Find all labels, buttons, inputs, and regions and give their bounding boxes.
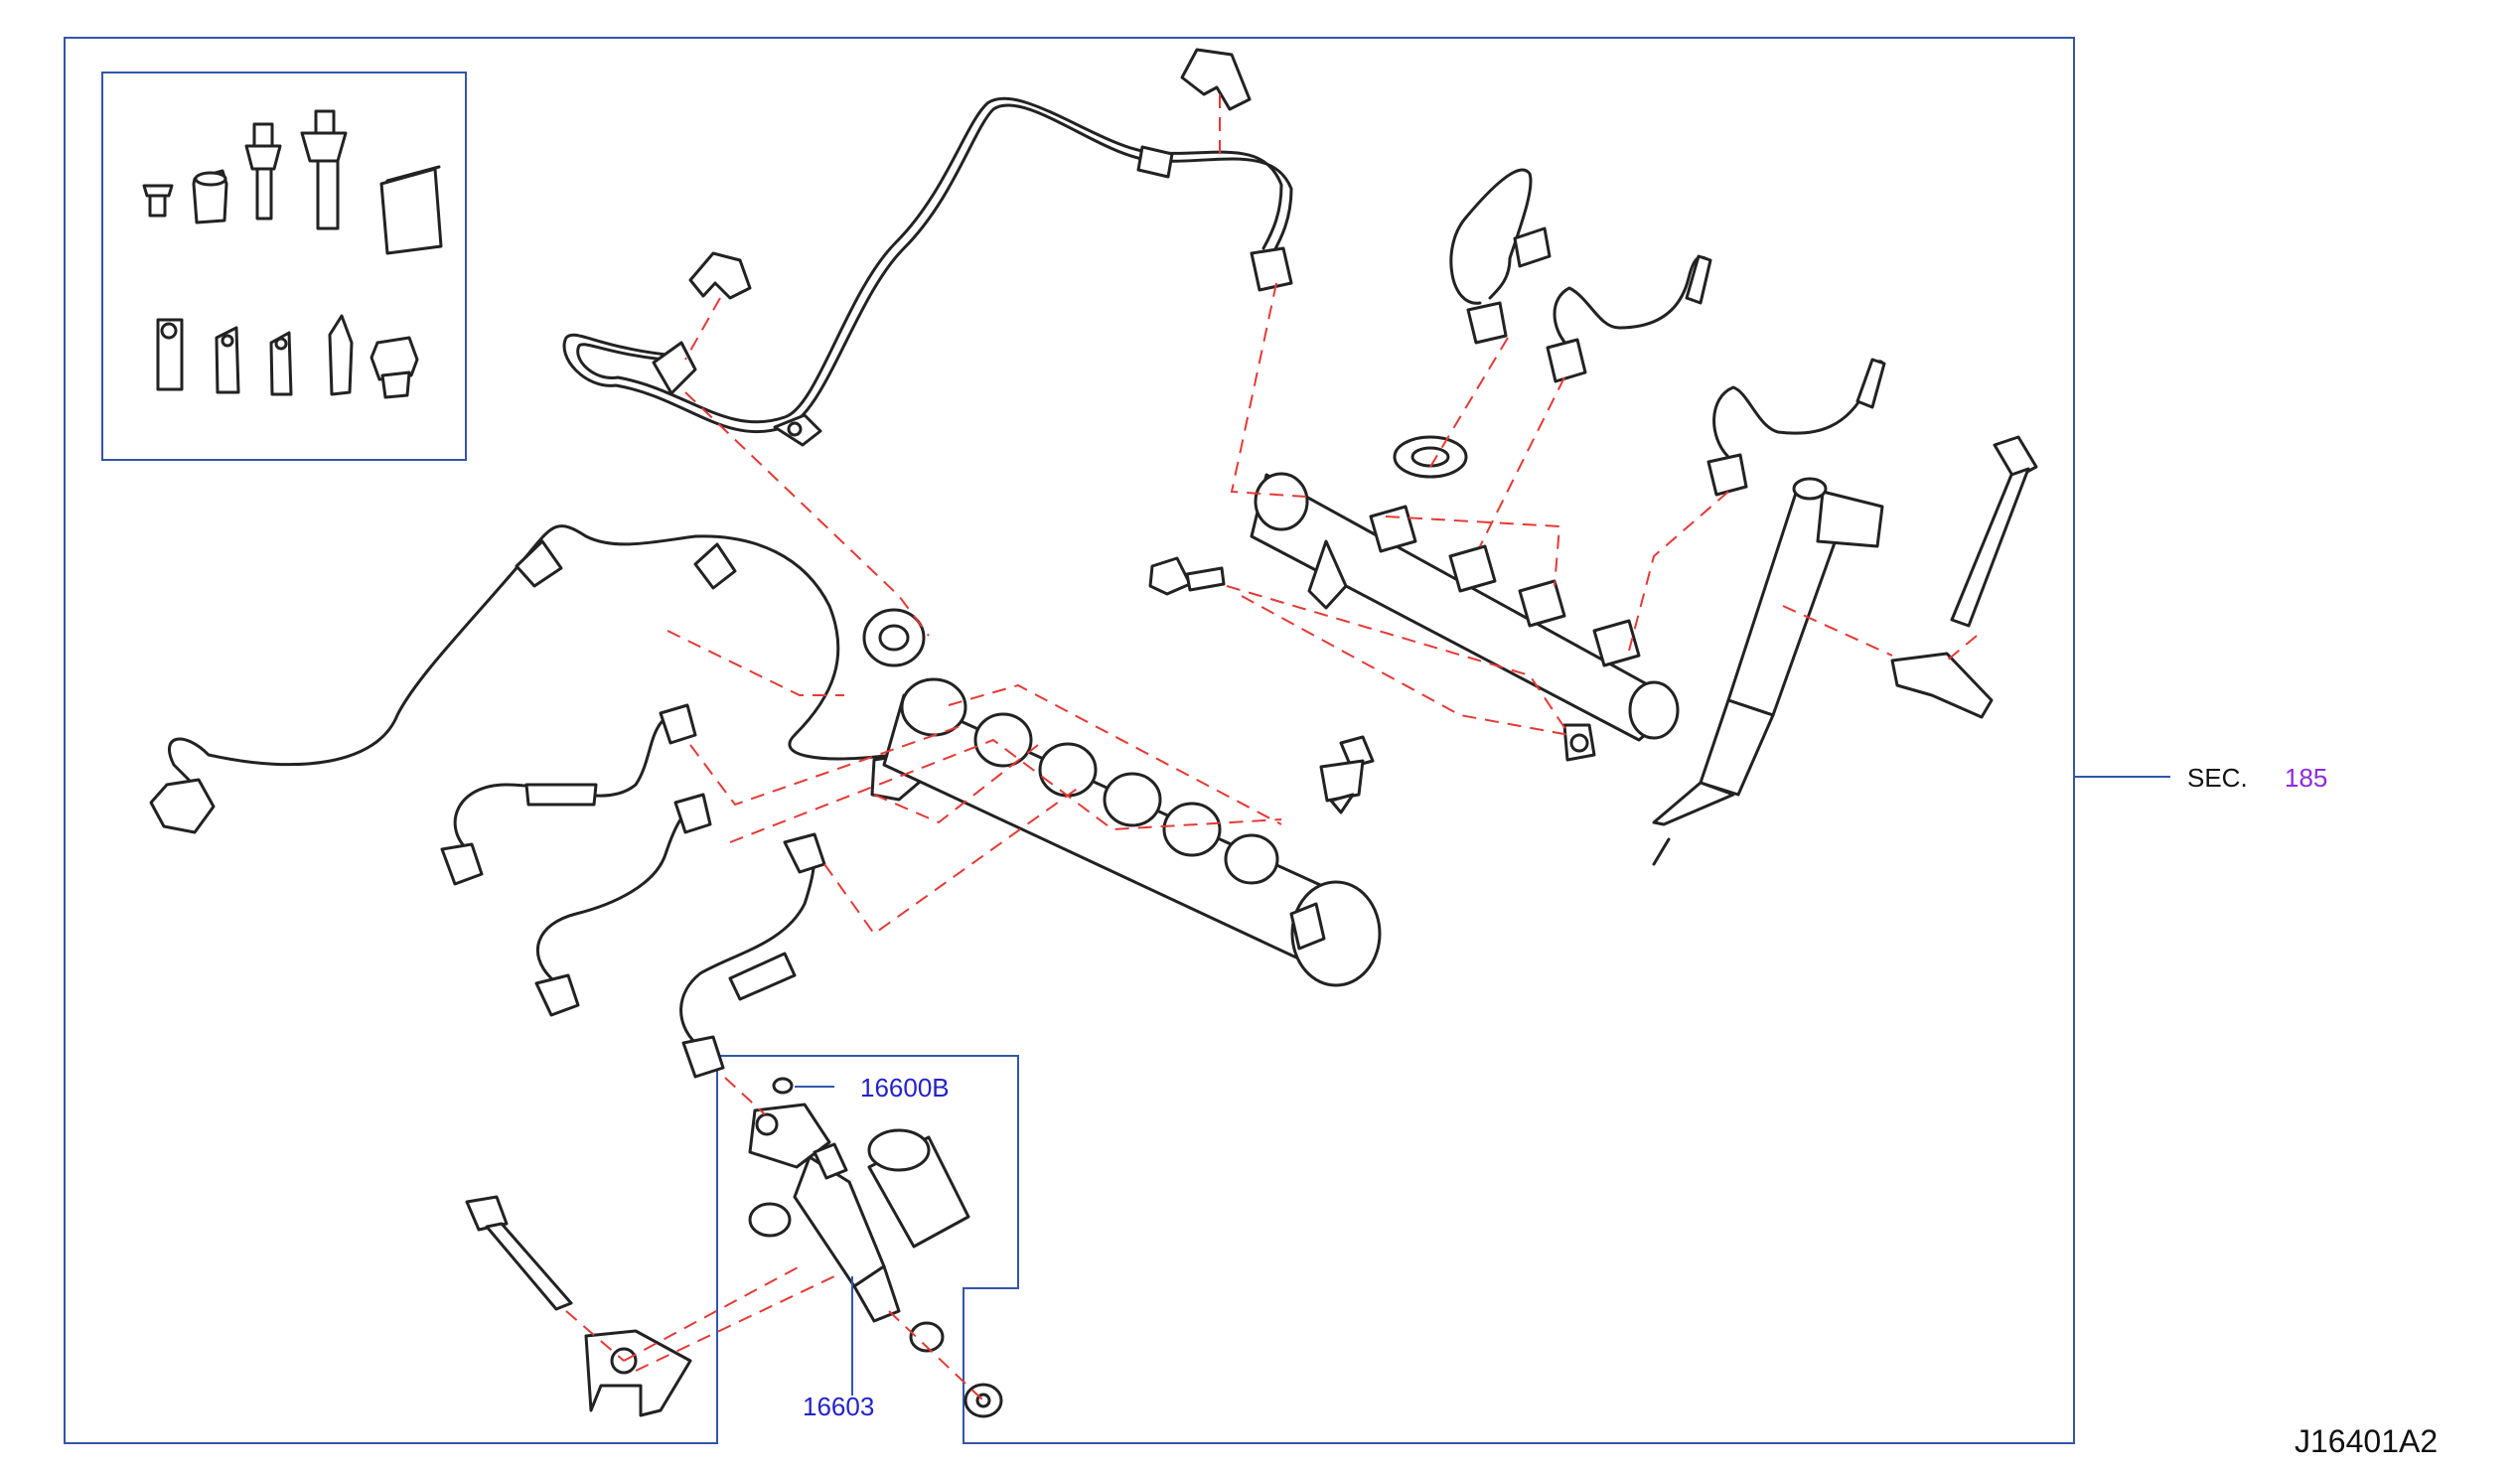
fuel-rail-left [882, 677, 1382, 987]
section-ref-label: SEC. [2187, 763, 2248, 793]
rail-bolt-mid [1319, 735, 1375, 814]
injection-pipes-mid [440, 703, 826, 1079]
o-ring-lower [748, 1202, 792, 1238]
injector-right [1652, 477, 1884, 866]
diagram-frame [64, 37, 2075, 1444]
seal-ring-right [1393, 435, 1468, 479]
o-ring-upper [772, 1077, 794, 1095]
seal-ring-left [862, 608, 926, 667]
nut-icon [370, 336, 419, 399]
rail-bolt-right [1148, 556, 1226, 596]
hardware-kit-box [101, 72, 467, 461]
fuel-rail-right [1250, 472, 1680, 762]
fuel-feed-pipe-upper [562, 96, 1293, 447]
bolt-icon [215, 326, 240, 394]
injection-pipes-left [149, 524, 921, 834]
washer-upper [909, 1321, 945, 1353]
bolt-icon [269, 331, 293, 396]
bolt-icon [328, 314, 354, 396]
bolt-icon [156, 318, 184, 391]
grommet-icon [192, 169, 228, 224]
section-ref-number[interactable]: 185 [2285, 763, 2327, 793]
clip-icon [142, 184, 174, 218]
washer-lower [964, 1383, 1003, 1418]
push-pin-icon [300, 109, 348, 230]
injector-clamp-right [1890, 652, 1994, 719]
injector-lower [748, 1103, 901, 1323]
injector-sleeve [867, 1128, 970, 1249]
diagram-id: J16401A2 [2295, 1423, 2438, 1459]
hardware-kit-items [142, 109, 443, 399]
injection-pipes-right [1449, 168, 1886, 497]
injector-clamp-lower [584, 1329, 692, 1417]
part-label-16600b[interactable]: 16600B [860, 1073, 950, 1103]
pipe-clamp-left [688, 251, 752, 300]
push-pin-icon [244, 122, 282, 221]
booklet-icon [379, 165, 443, 255]
assembly-leader-lines [565, 94, 1978, 1401]
pipe-clamp-top [1180, 48, 1252, 111]
part-label-16603[interactable]: 16603 [803, 1392, 874, 1421]
injector-bolt-right [1950, 435, 2038, 628]
injector-bolt-lower [465, 1195, 573, 1311]
